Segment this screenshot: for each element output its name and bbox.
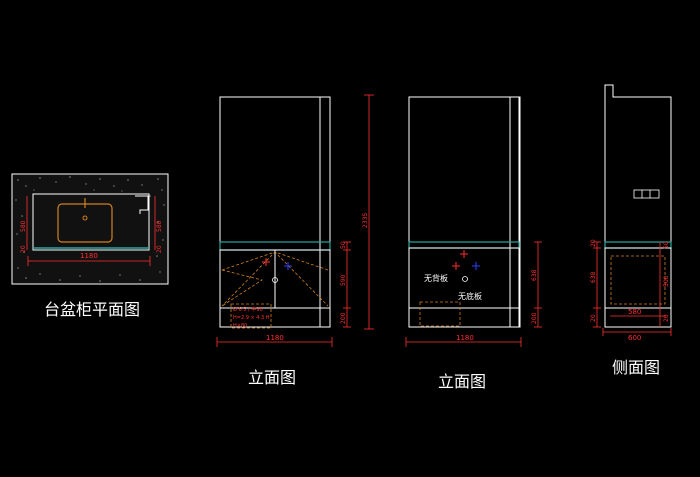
front-dim-plinth: 200 xyxy=(340,312,347,324)
back-drain-icon xyxy=(462,276,468,282)
side-left-dim-1: 20 xyxy=(590,239,597,247)
front-countertop xyxy=(219,241,331,251)
front-plinth xyxy=(219,307,331,328)
back-label-no-back: 无背板 xyxy=(424,273,448,283)
plan-outer-frame xyxy=(11,173,169,285)
plan-view: 1180 580 20 580 20 xyxy=(11,173,169,285)
front-dimension-lines xyxy=(216,94,374,347)
side-left-dim-2: 638 xyxy=(590,271,597,283)
front-caption: 立面图 xyxy=(248,368,297,387)
side-upper-cabinet xyxy=(604,84,672,243)
front-outlet-box xyxy=(230,303,272,329)
side-drawer-box xyxy=(610,255,666,305)
plan-notch-right xyxy=(135,195,149,214)
side-lower-cabinet xyxy=(604,247,672,309)
back-outlet-box xyxy=(419,301,461,327)
front-note-2: H=2.9 × 4.3 H xyxy=(233,315,270,321)
front-width-dim: 1180 xyxy=(266,334,284,342)
side-inner-dim: 580 xyxy=(628,308,641,316)
side-right-dim-2: 500 xyxy=(663,275,670,287)
front-elevation: Ø 6.5 / 中90 H=2.9 × 4.3 H H×80 1180 2335… xyxy=(216,94,374,347)
front-dim-countertop: 50 xyxy=(340,241,347,249)
side-countertop xyxy=(604,241,672,249)
front-knob-icon xyxy=(272,277,278,283)
side-vent-icon xyxy=(633,189,660,199)
back-plinth xyxy=(408,307,520,328)
back-upper-cabinet xyxy=(408,96,520,243)
back-cold-water-marker-icon xyxy=(472,262,480,270)
side-dimension-lines xyxy=(593,241,672,336)
front-upper-cabinet xyxy=(219,96,331,243)
back-dim-cabinet: 638 xyxy=(531,269,538,281)
back-hot-water-marker-icon xyxy=(452,250,468,270)
front-side-panel xyxy=(319,96,331,328)
front-note-1: Ø 6.5 / 中90 xyxy=(233,306,263,313)
front-note-3: H×80 xyxy=(233,323,247,329)
back-caption: 立面图 xyxy=(438,372,487,391)
hot-water-marker-icon xyxy=(262,258,270,266)
back-dim-plinth: 200 xyxy=(531,312,538,324)
plan-stone-texture xyxy=(15,176,165,282)
plan-right-dim-1: 580 xyxy=(156,220,163,232)
back-dimension-lines xyxy=(405,241,542,347)
front-dim-cabinet: 590 xyxy=(340,274,347,286)
side-right-dim-1: 50 xyxy=(663,241,670,249)
plan-right-dim-2: 20 xyxy=(156,245,163,253)
front-door-swing xyxy=(221,251,329,307)
plan-caption: 台盆柜平面图 xyxy=(44,300,141,319)
side-width-dim: 600 xyxy=(628,334,641,342)
side-plinth xyxy=(604,307,672,328)
front-total-height-dim: 2335 xyxy=(362,213,369,228)
side-caption: 侧面图 xyxy=(612,358,661,377)
side-right-dim-3: 20 xyxy=(663,314,670,322)
plan-dimensions xyxy=(26,196,156,266)
back-label-no-bottom: 无底板 xyxy=(458,291,482,301)
cold-water-marker-icon xyxy=(284,262,292,270)
plan-countertop xyxy=(32,193,150,251)
side-elevation: 600 580 20 638 20 50 500 20 xyxy=(590,84,672,342)
basin-drain-icon xyxy=(82,215,88,221)
back-countertop xyxy=(408,241,520,249)
side-left-dim-3: 20 xyxy=(590,314,597,322)
plan-left-dim-2: 20 xyxy=(20,245,27,253)
plan-left-dim-1: 580 xyxy=(20,220,27,232)
back-width-dim: 1180 xyxy=(456,334,474,342)
plan-width-dim: 1180 xyxy=(80,252,98,260)
back-elevation: 无背板 无底板 1180 638 200 xyxy=(405,96,542,347)
